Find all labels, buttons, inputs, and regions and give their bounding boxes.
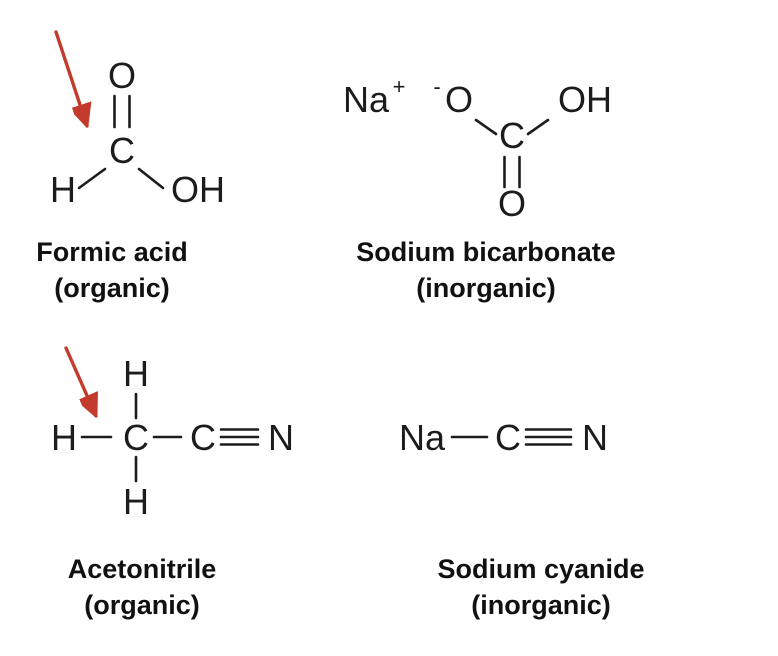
sodium-bicarbonate-structure: Na + - O C OH O Sodium bicarbonate (inor… <box>343 74 616 303</box>
formic-acid-classification: (organic) <box>54 273 170 303</box>
acetonitrile-atom-c2: C <box>190 417 216 458</box>
sodium-cyanide-atom-na: Na <box>399 417 446 458</box>
formic-acid-structure: O C H OH Formic acid (organic) <box>36 30 225 303</box>
sodium-cyanide-atom-c: C <box>495 417 521 458</box>
formic-acid-atom-oh: OH <box>171 169 225 210</box>
sodium-cyanide-name: Sodium cyanide <box>437 554 644 584</box>
sodium-cyanide-classification: (inorganic) <box>471 590 611 620</box>
sodium-bicarbonate-atom-o-bottom: O <box>498 183 526 224</box>
red-arrow-formic-acid <box>54 30 87 126</box>
formic-acid-atom-h: H <box>50 169 76 210</box>
sodium-bicarbonate-oc-bond-line <box>474 118 498 136</box>
sodium-bicarbonate-o-minus-charge: - <box>433 74 440 99</box>
acetonitrile-structure: H H C C N H Acetonitrile (organic) <box>51 346 294 620</box>
sodium-bicarbonate-c-oh-bond-line <box>526 118 550 136</box>
acetonitrile-atom-c1: C <box>123 417 149 458</box>
sodium-bicarbonate-atom-na: Na <box>343 79 390 120</box>
formic-acid-atom-o-top: O <box>108 55 136 96</box>
red-arrow-acetonitrile <box>64 346 96 416</box>
sodium-bicarbonate-atom-c: C <box>499 115 525 156</box>
acetonitrile-atom-n: N <box>268 417 294 458</box>
sodium-cyanide-atom-n: N <box>582 417 608 458</box>
sodium-bicarbonate-name: Sodium bicarbonate <box>356 237 616 267</box>
acetonitrile-atom-h-top: H <box>123 353 149 394</box>
formic-acid-name: Formic acid <box>36 237 188 267</box>
formic-acid-atom-c: C <box>109 130 135 171</box>
formic-acid-c-oh-bond-line <box>137 167 165 190</box>
acetonitrile-atom-h-bottom: H <box>123 481 149 522</box>
sodium-bicarbonate-atom-oh: OH <box>558 79 612 120</box>
acetonitrile-atom-h-left: H <box>51 417 77 458</box>
sodium-bicarbonate-classification: (inorganic) <box>416 273 556 303</box>
formic-acid-ch-bond-line <box>77 167 107 190</box>
sodium-bicarbonate-na-plus-charge: + <box>393 74 406 99</box>
sodium-cyanide-structure: Na C N Sodium cyanide (inorganic) <box>399 417 645 620</box>
sodium-bicarbonate-atom-o-left: O <box>445 79 473 120</box>
acetonitrile-name: Acetonitrile <box>68 554 217 584</box>
acetonitrile-classification: (organic) <box>84 590 200 620</box>
